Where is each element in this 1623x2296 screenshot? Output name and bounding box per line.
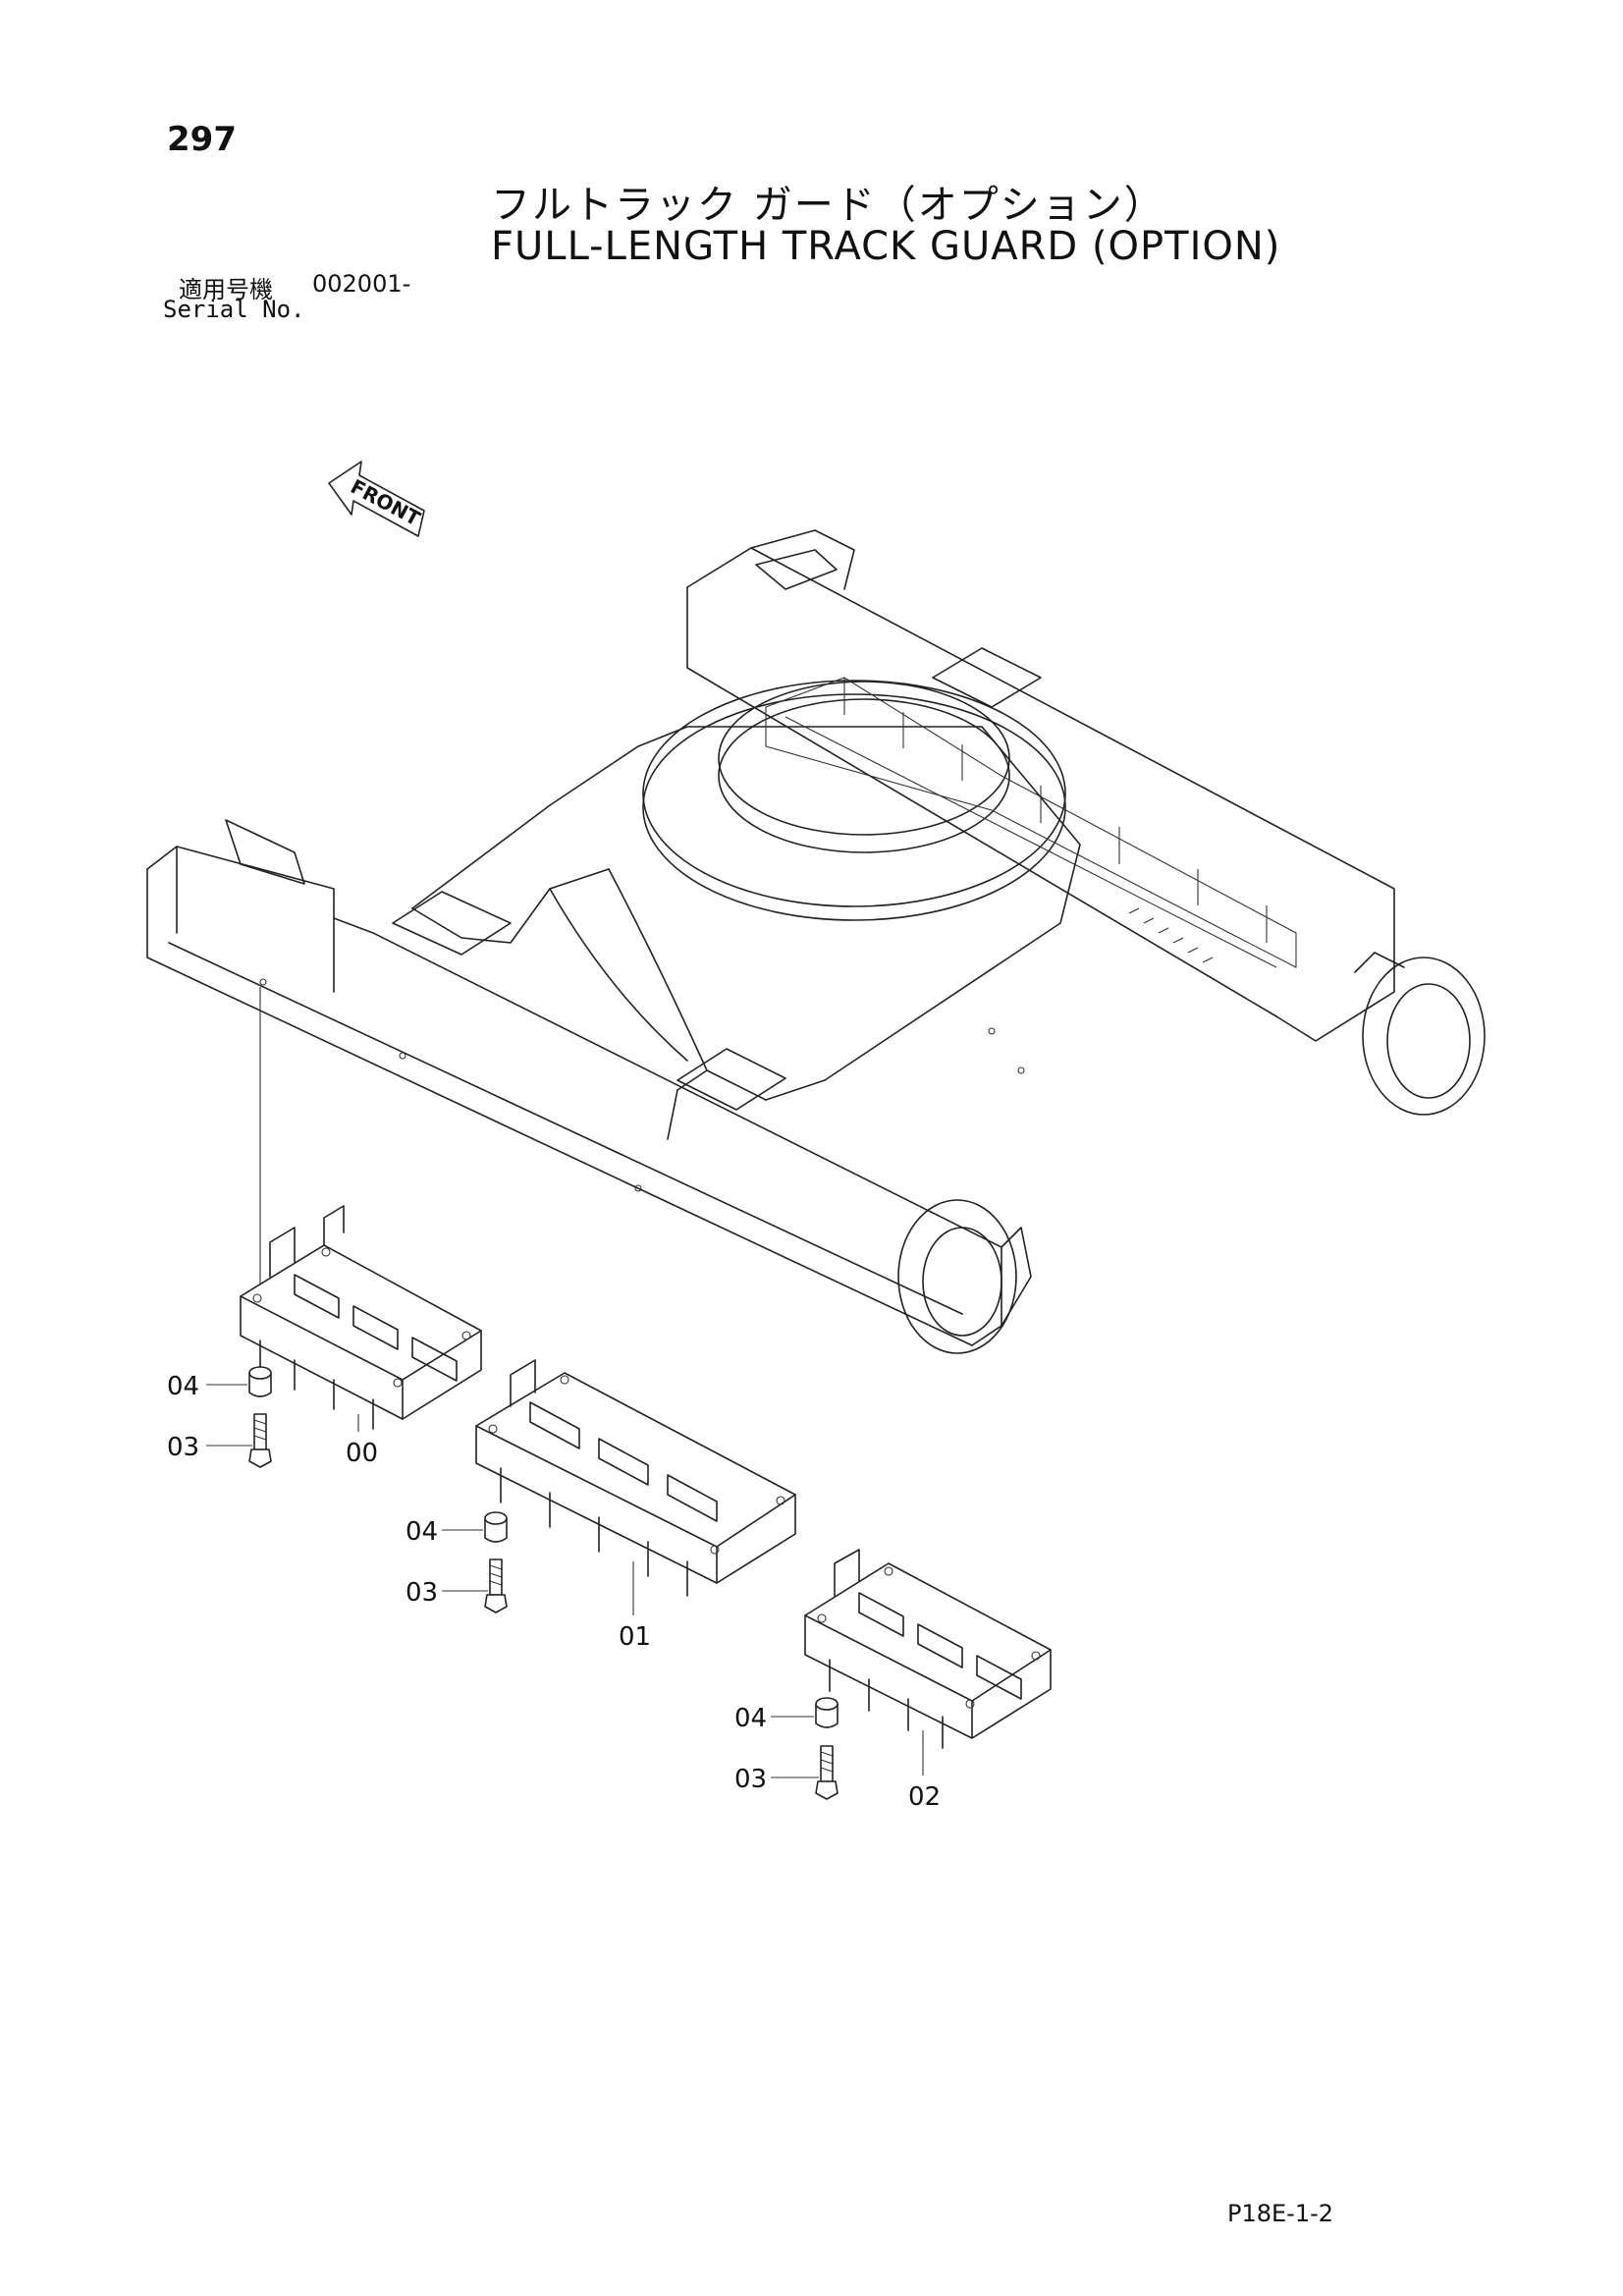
callout-03: 03	[167, 1433, 199, 1462]
title-japanese: フルトラック ガード（オプション）	[491, 183, 1165, 228]
callout-00: 00	[346, 1439, 378, 1468]
callout-01: 01	[619, 1622, 651, 1652]
spacer-04-icon	[248, 1366, 839, 1728]
bolt-03-icon	[248, 1413, 839, 1800]
callout-04: 04	[734, 1704, 767, 1733]
front-arrow-icon: FRONT	[328, 461, 425, 537]
callout-04: 04	[406, 1517, 438, 1547]
track-guard-part-02	[804, 1549, 1052, 1749]
track-guard-part-00	[240, 1205, 482, 1430]
serial-label-english: Serial No.	[163, 296, 305, 323]
page-number: 297	[167, 120, 237, 159]
undercarriage-frame	[146, 529, 1486, 1354]
title-english: FULL-LENGTH TRACK GUARD (OPTION)	[491, 224, 1281, 269]
footer-code: P18E-1-2	[1227, 2200, 1334, 2227]
serial-number-value: 002001-	[312, 270, 411, 298]
serial-label-japanese: 適用号機	[179, 276, 273, 303]
callout-03: 03	[406, 1578, 438, 1608]
callout-04: 04	[167, 1372, 199, 1401]
callout-02: 02	[908, 1782, 941, 1812]
callout-leaders	[206, 1384, 924, 1778]
callout-03: 03	[734, 1765, 767, 1794]
track-guard-part-01	[475, 1359, 796, 1597]
